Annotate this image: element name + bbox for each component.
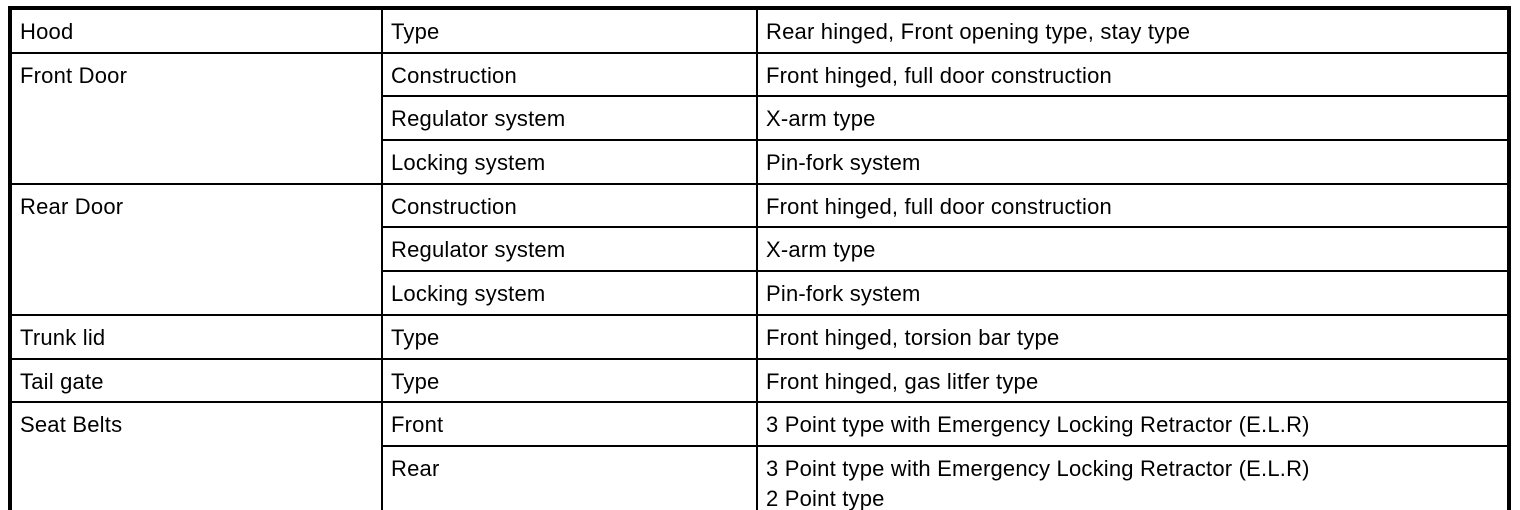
attribute-cell: Rear [381, 444, 758, 510]
value-cell: Pin-fork system [756, 139, 1510, 185]
component-cell: Hood [9, 7, 383, 54]
attribute-cell: Type [381, 357, 758, 404]
value-cell: X-arm type [756, 95, 1510, 142]
value-cell: Pin-fork system [756, 270, 1510, 316]
value-cell: Rear hinged, Front opening type, stay ty… [756, 7, 1510, 54]
value-cell: Front hinged, torsion bar type [756, 313, 1510, 360]
attribute-cell: Construction [381, 51, 758, 98]
attribute-cell: Construction [381, 182, 758, 229]
component-cell: Front Door [9, 51, 383, 185]
component-cell: Tail gate [9, 357, 383, 404]
attribute-cell: Locking system [381, 270, 758, 316]
attribute-cell: Locking system [381, 139, 758, 185]
component-cell: Trunk lid [9, 313, 383, 360]
attribute-cell: Type [381, 313, 758, 360]
attribute-cell: Regulator system [381, 95, 758, 142]
value-cell: 3 Point type with Emergency Locking Retr… [756, 444, 1510, 510]
attribute-cell: Front [381, 401, 758, 447]
component-cell: Rear Door [9, 182, 383, 316]
value-cell: Front hinged, gas litfer type [756, 357, 1510, 404]
attribute-cell: Regulator system [381, 226, 758, 273]
value-cell: Front hinged, full door construction [756, 182, 1510, 229]
component-cell: Seat Belts [9, 401, 383, 510]
value-cell: 3 Point type with Emergency Locking Retr… [756, 401, 1510, 447]
attribute-cell: Type [381, 7, 758, 54]
value-cell: X-arm type [756, 226, 1510, 273]
value-cell: Front hinged, full door construction [756, 51, 1510, 98]
